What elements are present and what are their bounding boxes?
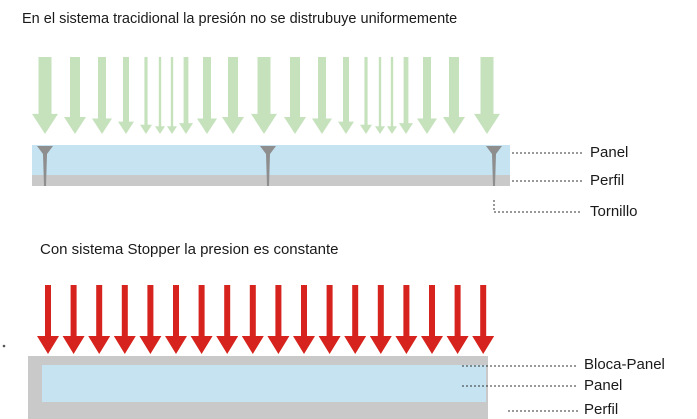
label-panel-top: Panel	[590, 144, 629, 161]
constant-pressure-arrows	[37, 285, 495, 354]
stray-dot	[2, 344, 6, 348]
red-arrow	[62, 285, 85, 354]
green-arrow	[222, 57, 244, 134]
uneven-pressure-arrows	[32, 57, 500, 134]
green-arrow	[443, 57, 465, 134]
label-tornillo: Tornillo	[590, 203, 638, 220]
red-arrow	[190, 285, 213, 354]
red-arrow	[113, 285, 136, 354]
green-arrow	[375, 57, 385, 134]
green-arrow	[197, 57, 217, 134]
screw	[486, 146, 502, 186]
red-arrow	[267, 285, 290, 354]
screw	[260, 146, 276, 186]
green-arrow	[64, 57, 86, 134]
green-arrow	[284, 57, 306, 134]
green-arrow	[360, 57, 372, 134]
green-arrow	[155, 57, 165, 134]
label-perfil-bottom: Perfil	[584, 401, 619, 418]
red-arrow	[88, 285, 111, 354]
green-arrow	[338, 57, 354, 134]
green-arrow	[417, 57, 437, 134]
red-arrow	[421, 285, 443, 354]
red-arrow	[241, 285, 264, 354]
top-profile	[32, 175, 510, 186]
green-arrow	[92, 57, 112, 134]
green-arrow	[399, 57, 413, 134]
stopper-system-title: Con sistema Stopper la presion es consta…	[40, 241, 339, 258]
screws	[37, 146, 502, 186]
green-arrow	[140, 57, 152, 134]
green-arrow	[251, 57, 277, 134]
screw	[37, 146, 53, 186]
red-arrow	[344, 285, 367, 354]
green-arrow	[118, 57, 134, 134]
red-arrow	[37, 285, 59, 354]
green-arrow	[179, 57, 193, 134]
bottom-panel	[42, 365, 486, 402]
red-arrow	[216, 285, 239, 354]
green-arrow	[474, 57, 500, 134]
traditional-system-title: En el sistema tracidional la presión no …	[22, 11, 458, 27]
label-panel-bottom: Panel	[584, 377, 623, 394]
red-arrow	[395, 285, 418, 354]
label-bloca-panel: Bloca-Panel	[584, 356, 665, 373]
red-arrow	[472, 285, 495, 354]
red-arrow	[165, 285, 187, 354]
red-arrow	[139, 285, 162, 354]
red-arrow	[293, 285, 315, 354]
red-arrow	[369, 285, 392, 354]
green-arrow	[32, 57, 58, 134]
label-perfil-top: Perfil	[590, 172, 625, 189]
green-arrow	[387, 57, 397, 134]
red-arrow	[318, 285, 341, 354]
green-arrow	[167, 57, 177, 134]
green-arrow	[312, 57, 332, 134]
red-arrow	[446, 285, 469, 354]
